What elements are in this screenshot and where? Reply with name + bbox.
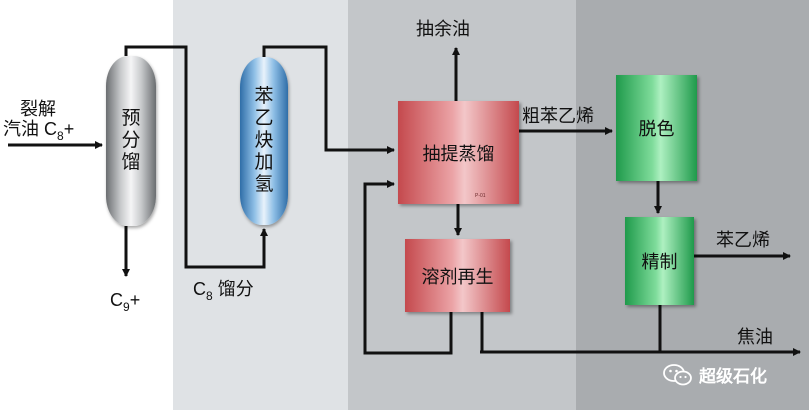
zone-purification <box>576 0 809 410</box>
c8-cut-label: C8 馏分 <box>193 279 254 303</box>
solvent-regeneration-unit: 溶剂再生 <box>405 239 510 312</box>
c9-main: C <box>110 290 123 310</box>
c9-sub: 9 <box>123 300 130 314</box>
decolorization-label: 脱色 <box>638 119 675 139</box>
c9-label: C9+ <box>110 290 141 314</box>
hydrogenation-label: 苯乙炔加氢 <box>254 86 274 195</box>
feed-label-line1: 裂解 <box>20 99 56 119</box>
c8-main: C <box>193 279 206 299</box>
hydrogenation-reactor: 苯乙炔加氢 <box>240 57 288 225</box>
tiny-tag: P-01 <box>475 193 486 199</box>
feed-label-suffix: + <box>63 119 75 139</box>
tar-label: 焦油 <box>737 327 773 347</box>
hydro-to-extract-line <box>262 45 395 154</box>
feed-label-prefix: 汽油 C <box>3 119 57 139</box>
raffinate-label: 抽余油 <box>416 19 470 39</box>
watermark: 超级石化 <box>663 362 767 387</box>
c9-suffix: + <box>129 290 141 310</box>
c8-sub: 8 <box>206 289 213 303</box>
watermark-text: 超级石化 <box>699 367 767 386</box>
wechat-icon <box>663 363 692 385</box>
feed-label-sub: 8 <box>57 129 64 143</box>
decolorization-unit: 脱色 <box>616 75 697 181</box>
extractive-distillation-label: 抽提蒸馏 <box>422 143 495 164</box>
refining-unit: 精制 <box>625 217 694 305</box>
pre-fractionator-column: 预分馏 <box>106 56 156 226</box>
pre-fractionator-label: 预分馏 <box>121 108 141 173</box>
refining-label: 精制 <box>641 252 678 272</box>
styrene-label: 苯乙烯 <box>716 230 770 250</box>
feed-label-line2: 汽油 C8+ <box>3 119 75 143</box>
crude-styrene-label: 粗苯乙烯 <box>522 106 594 126</box>
extractive-distillation-unit: 抽提蒸馏 <box>398 101 519 204</box>
solvent-recycle-line <box>363 180 453 355</box>
zone-extraction <box>348 0 576 410</box>
solvent-regeneration-label: 溶剂再生 <box>421 266 494 287</box>
c8-cut-line <box>124 45 268 269</box>
c8-suffix: 馏分 <box>212 279 254 299</box>
